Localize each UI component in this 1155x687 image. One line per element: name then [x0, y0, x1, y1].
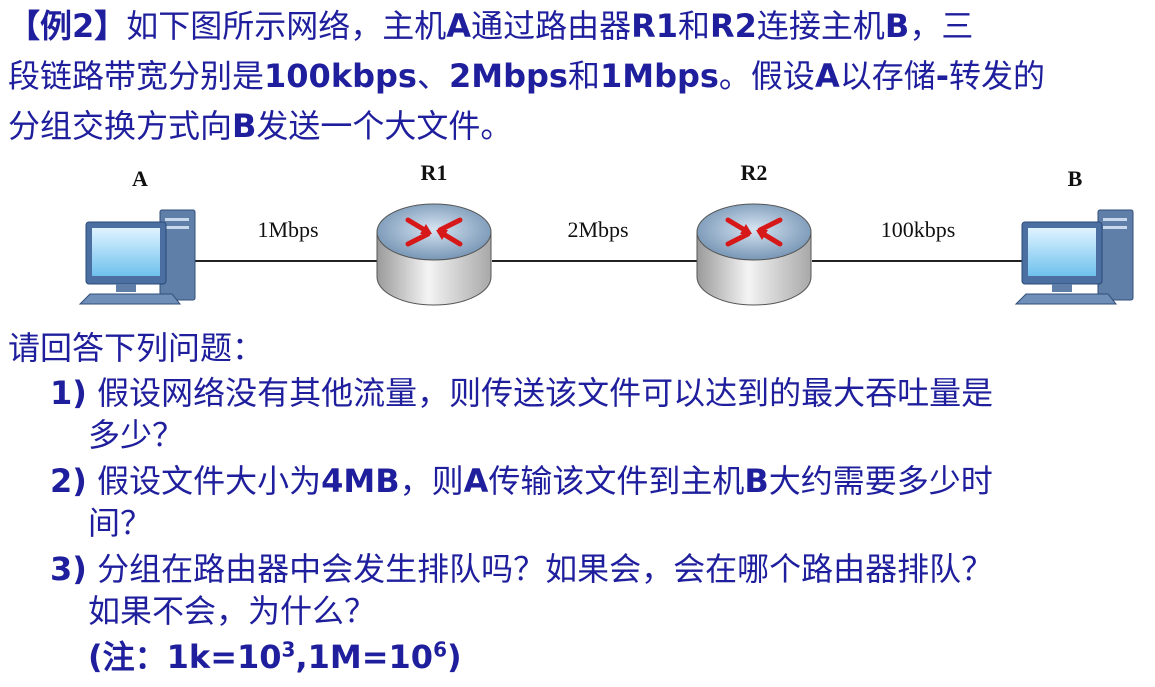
text: 以存储	[839, 57, 936, 95]
router-r2-icon	[696, 203, 812, 306]
unit-note: (注：1k=103,1M=106)	[88, 637, 462, 677]
problem-line-2: 段链路带宽分别是100kbps、2Mbps和1Mbps。假设A以存储-转发的	[8, 56, 1045, 96]
question-3-number: 3)	[50, 550, 87, 588]
text: 发送一个大文件。	[256, 107, 513, 145]
text: 和	[567, 57, 600, 95]
problem-tag: 【例2】	[8, 7, 127, 45]
rate-value: 1Mbps	[599, 57, 719, 95]
link-label-r1-r2: 2Mbps	[567, 217, 628, 242]
question-1-line-2: 多少？	[88, 416, 185, 454]
host-b-ref: B	[884, 7, 910, 45]
problem-line-1: 【例2】如下图所示网络，主机A通过路由器R1和R2连接主机B，三	[8, 6, 973, 46]
host-a-ref: A	[814, 57, 840, 95]
question-2-line-1: 2) 假设文件大小为4MB，则A传输该文件到主机B大约需要多少时	[50, 461, 993, 501]
text: 和	[677, 7, 710, 45]
text: 转发的	[949, 57, 1046, 95]
questions-heading: 请回答下列问题：	[8, 329, 265, 367]
text: 传输该文件到主机	[488, 462, 745, 500]
text: 如下图所示网络，主机	[126, 7, 447, 45]
node-label-r2: R2	[741, 160, 768, 185]
text: 分组在路由器中会发生排队吗？如果会，会在哪个路由器排队？	[97, 550, 994, 588]
text: 假设网络没有其他流量，则传送该文件可以达到的最大吞吐量是	[97, 374, 994, 412]
node-label-b: B	[1068, 166, 1083, 191]
rate-value: 100kbps	[264, 57, 417, 95]
router-r1-ref: R1	[631, 7, 678, 45]
text: 连接主机	[756, 7, 885, 45]
host-a-ref: A	[463, 462, 489, 500]
file-size: 4MB	[321, 462, 400, 500]
host-b-ref: B	[744, 462, 769, 500]
link-label-a-r1: 1Mbps	[257, 217, 318, 242]
note-sep: ,	[295, 638, 308, 676]
question-2-line-2: 间？	[88, 504, 153, 542]
question-2-number: 2)	[50, 462, 87, 500]
text: 假设文件大小为	[97, 462, 322, 500]
host-b-ref: B	[232, 107, 257, 145]
note-m-exponent: 6	[433, 637, 447, 662]
text: 、	[416, 57, 449, 95]
computer-a-icon	[78, 209, 196, 305]
node-label-a: A	[132, 166, 148, 191]
rate-value: 2Mbps	[448, 57, 568, 95]
text: 。假设	[718, 57, 815, 95]
question-3-line-1: 3) 分组在路由器中会发生排队吗？如果会，会在哪个路由器排队？	[50, 549, 993, 589]
question-1-number: 1)	[50, 374, 87, 412]
text: ，则	[399, 462, 464, 500]
dash: -	[935, 57, 949, 95]
note-m: 1M=10	[307, 638, 434, 676]
network-diagram: A R1 R2 B 1Mbps 2Mbps 100kbps	[78, 160, 1134, 306]
node-label-r1: R1	[421, 160, 448, 185]
problem-line-3: 分组交换方式向B发送一个大文件。	[8, 106, 512, 146]
link-label-r2-b: 100kbps	[881, 217, 956, 242]
text: 段链路带宽分别是	[8, 57, 265, 95]
text: 分组交换方式向	[8, 107, 233, 145]
note-k: 1k=10	[166, 638, 282, 676]
text: 大约需要多少时	[768, 462, 993, 500]
text: 通过路由器	[471, 7, 632, 45]
router-r2-ref: R2	[710, 7, 757, 45]
router-r1-icon	[376, 203, 492, 306]
host-a-ref: A	[446, 7, 472, 45]
note-close: )	[446, 638, 462, 676]
question-3-line-2: 如果不会，为什么？	[88, 592, 377, 630]
computer-b-icon	[1014, 209, 1134, 305]
note-open: (注：	[88, 638, 167, 676]
note-k-exponent: 3	[281, 637, 296, 662]
question-1-line-1: 1) 假设网络没有其他流量，则传送该文件可以达到的最大吞吐量是	[50, 373, 993, 413]
text: ，三	[909, 7, 974, 45]
